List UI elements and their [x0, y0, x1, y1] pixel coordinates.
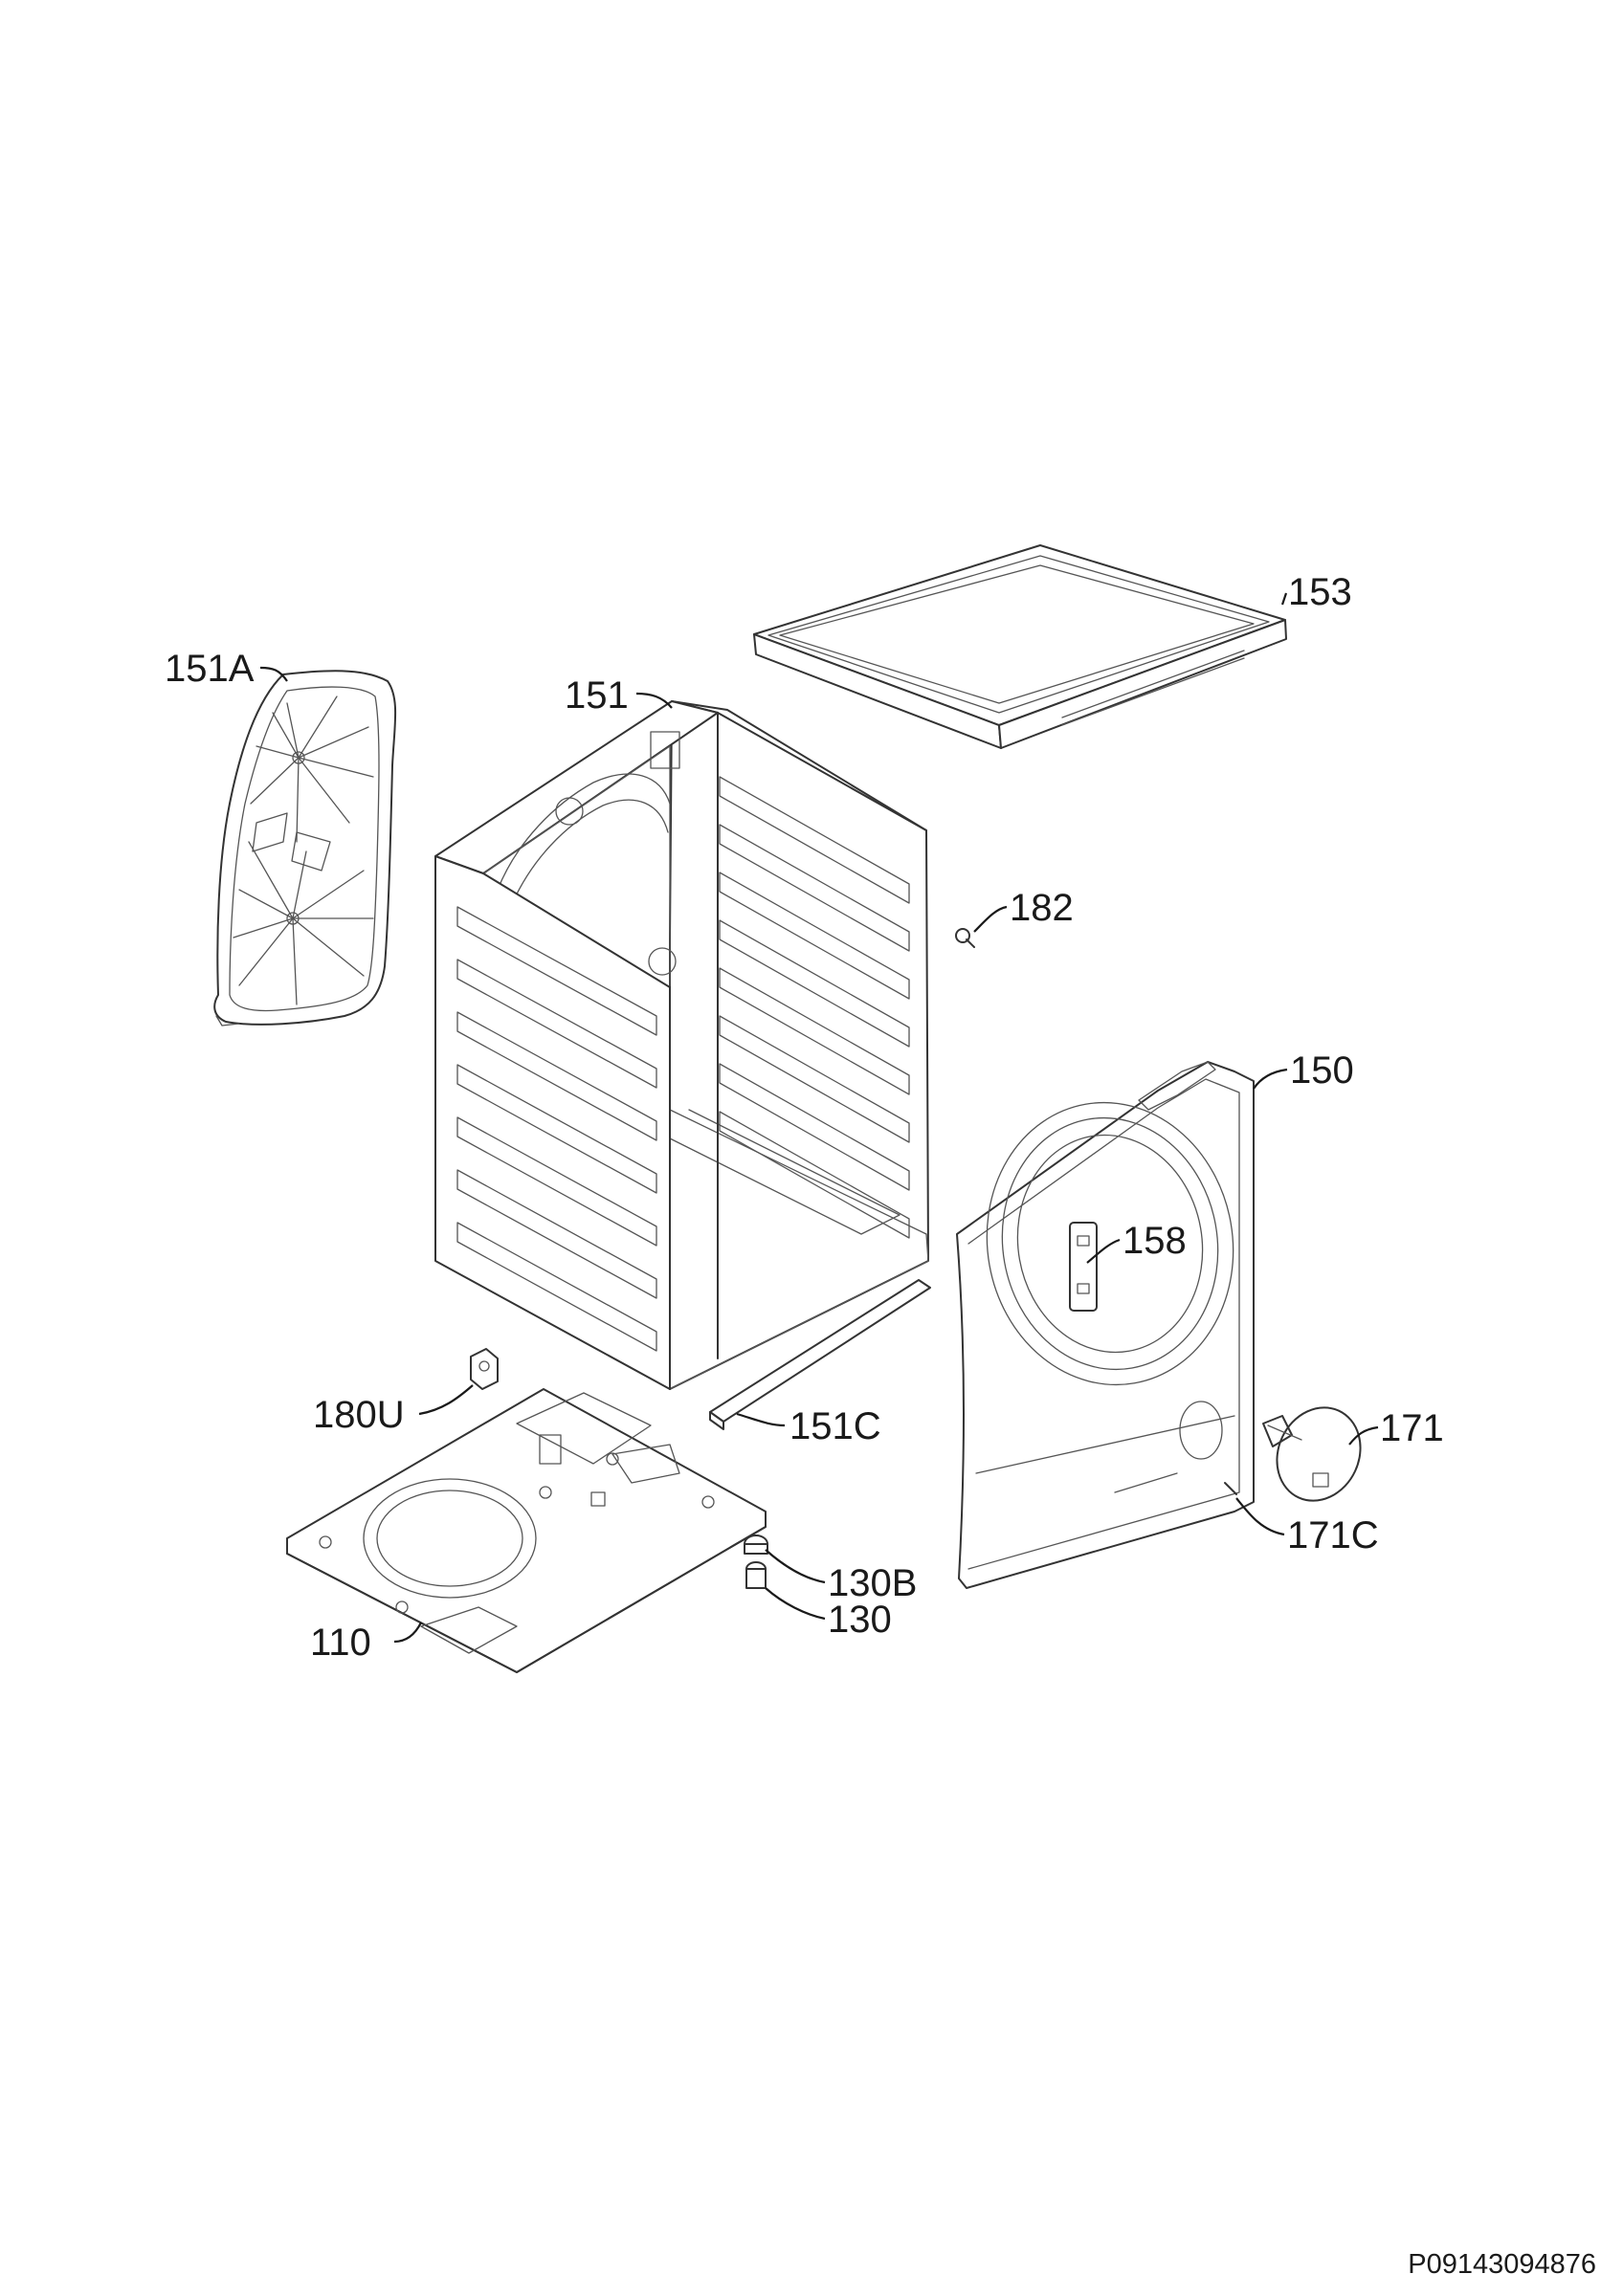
leader-153 — [1280, 592, 1288, 606]
part-150-front-panel — [956, 1061, 1255, 1589]
document-id: P09143094876 — [1408, 2249, 1596, 2280]
leader-158 — [1086, 1238, 1121, 1264]
callout-153: 153 — [1288, 571, 1352, 613]
callout-labels: 153 151A 151 182 150 158 180U 151C 171 1… — [165, 571, 1444, 1664]
callout-130B: 130B — [828, 1562, 917, 1604]
part-151-cabinet — [434, 700, 929, 1390]
leader-180U — [418, 1384, 474, 1416]
leader-lines — [259, 592, 1379, 1644]
callout-151: 151 — [565, 674, 629, 717]
callout-151C: 151C — [789, 1405, 881, 1447]
callout-150: 150 — [1290, 1049, 1354, 1092]
callout-151A: 151A — [165, 648, 255, 690]
callout-110: 110 — [310, 1622, 371, 1664]
left-panel-ribs — [456, 906, 657, 1352]
leader-150 — [1253, 1068, 1288, 1090]
part-171C-pin — [1224, 1482, 1237, 1495]
leader-110 — [393, 1622, 422, 1644]
leader-171C — [1235, 1497, 1285, 1536]
leader-151A — [259, 666, 288, 682]
callout-158: 158 — [1123, 1220, 1187, 1262]
leader-130 — [765, 1587, 826, 1621]
callout-171C: 171C — [1287, 1514, 1379, 1556]
callout-180U: 180U — [313, 1394, 405, 1436]
part-171-flap — [1262, 1406, 1362, 1502]
part-153-top-cover — [753, 544, 1287, 749]
callout-182: 182 — [1010, 887, 1074, 929]
callout-130: 130 — [828, 1599, 892, 1641]
callout-171: 171 — [1380, 1407, 1444, 1449]
part-180U-clip — [470, 1348, 499, 1390]
leader-151 — [635, 692, 673, 709]
part-110-base — [286, 1388, 767, 1673]
part-130B-foot-nut — [744, 1534, 768, 1555]
right-panel-ribs — [719, 776, 910, 1239]
part-151A-rear-cover — [213, 670, 397, 1027]
leader-130B — [765, 1549, 826, 1584]
leader-171 — [1348, 1425, 1379, 1446]
leader-182 — [973, 905, 1008, 933]
part-151C-rail — [709, 1279, 931, 1430]
leader-151C — [736, 1412, 786, 1427]
part-130-foot — [745, 1561, 767, 1589]
part-182-screw — [955, 928, 975, 948]
